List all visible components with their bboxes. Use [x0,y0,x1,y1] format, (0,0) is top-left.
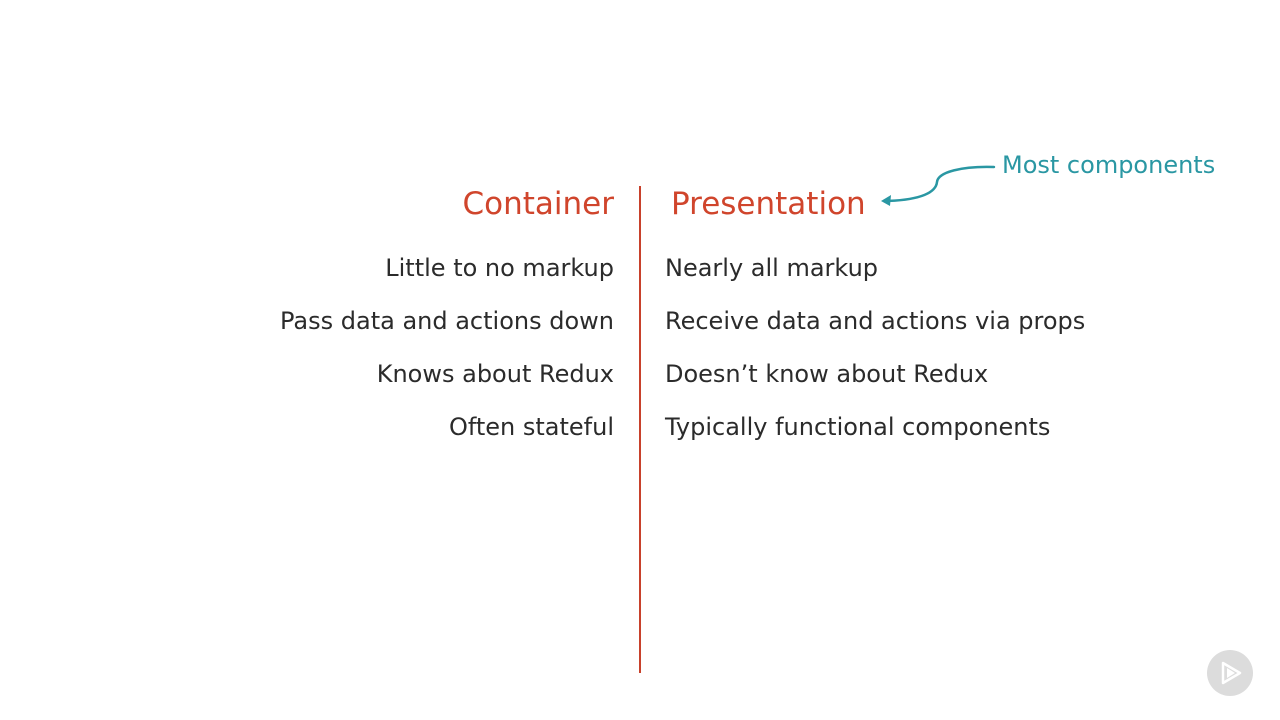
container-trait: Often stateful [448,413,614,441]
presentation-trait: Typically functional components [665,413,1051,441]
presentation-trait: Doesn’t know about Redux [665,360,989,388]
presentation-trait: Nearly all markup [665,254,879,282]
container-trait: Knows about Redux [376,360,614,388]
container-traits-list: Little to no markup Pass data and action… [280,253,614,465]
container-trait: Pass data and actions down [280,307,614,335]
most-components-annotation: Most components [1002,151,1216,179]
presentation-traits-list: Nearly all markup Receive data and actio… [665,253,1085,465]
container-heading: Container [462,186,615,222]
play-logo-icon[interactable] [1207,650,1253,696]
presentation-trait: Receive data and actions via props [665,307,1086,335]
container-trait: Little to no markup [385,254,614,282]
column-divider [639,186,641,673]
presentation-heading: Presentation [671,186,866,222]
curved-arrow-icon [881,165,996,206]
